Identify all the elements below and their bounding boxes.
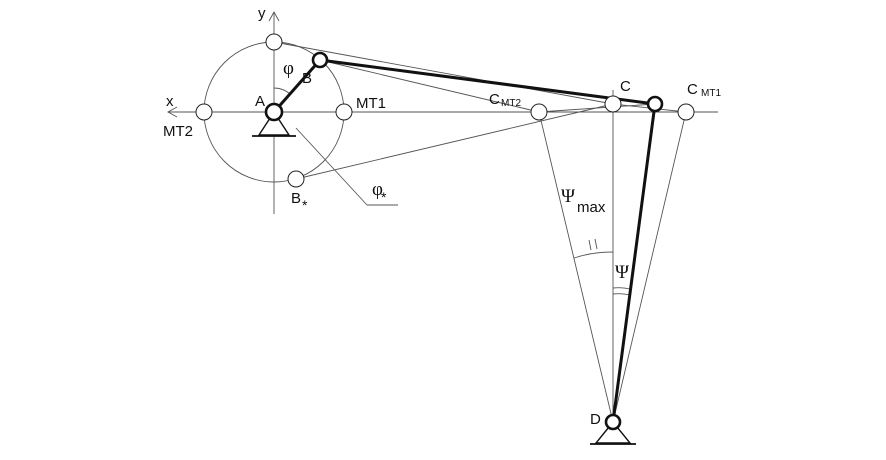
label-a: A [255, 93, 265, 110]
label-mt2: MT2 [163, 123, 193, 140]
label-axis-x: x [166, 93, 174, 110]
hinge-mt1 [335, 103, 353, 121]
hinge-a [264, 102, 284, 122]
hinge-c-mt1 [677, 103, 695, 121]
coupler-extreme-bottom [295, 103, 614, 180]
rocker-extreme-left [538, 111, 614, 423]
psi-arc-2 [612, 293, 631, 296]
hinge-c-intersection [604, 95, 622, 113]
psi-arc-1 [612, 287, 631, 290]
label-mt1: MT1 [356, 95, 386, 112]
y-axis-arrow [268, 11, 280, 22]
label-d: D [590, 411, 601, 428]
coupler-link [318, 58, 657, 106]
hinge-c-mt2 [530, 103, 548, 121]
label-psi-max-sub: max [577, 199, 606, 216]
label-axis-y: y [258, 5, 266, 22]
hinge-b [311, 51, 329, 69]
label-phi-star-mark: * [381, 189, 387, 205]
cmt2-to-c [538, 103, 656, 113]
label-psi-max: Ψ [561, 186, 575, 207]
support-a [252, 110, 296, 137]
rocker-link [611, 102, 657, 424]
label-b-star-mark: * [302, 197, 308, 213]
hinge-mt2 [195, 103, 213, 121]
label-c-mt1-letter: C [687, 81, 698, 98]
label-c-mt1-sub: MT1 [701, 88, 721, 99]
label-c-mt2-sub: MT2 [501, 98, 521, 109]
hinge-c [646, 95, 664, 113]
hinge-b-star [287, 170, 305, 188]
coupler-to-cmt2 [319, 59, 540, 113]
phi-arc [273, 87, 291, 95]
hinge-d [604, 413, 622, 431]
hinge-top-extreme [265, 33, 283, 51]
label-phi-star: φ [372, 179, 383, 200]
x-axis-arrow [167, 106, 178, 118]
label-b: B [302, 70, 312, 87]
coupler-extreme-top [273, 41, 614, 105]
label-phi: φ [283, 58, 294, 79]
psi-max-arc [573, 251, 614, 259]
phi-star-leader [295, 127, 368, 206]
rocker-extreme-right [612, 111, 687, 423]
label-c-mt2-letter: C [489, 91, 500, 108]
psi-max-tick-2 [594, 238, 598, 250]
label-psi: Ψ [615, 262, 629, 283]
psi-max-tick-1 [588, 239, 592, 251]
label-c: C [620, 78, 631, 95]
label-b-star: B [291, 190, 301, 207]
crank-link [272, 58, 322, 114]
support-d [590, 420, 636, 445]
